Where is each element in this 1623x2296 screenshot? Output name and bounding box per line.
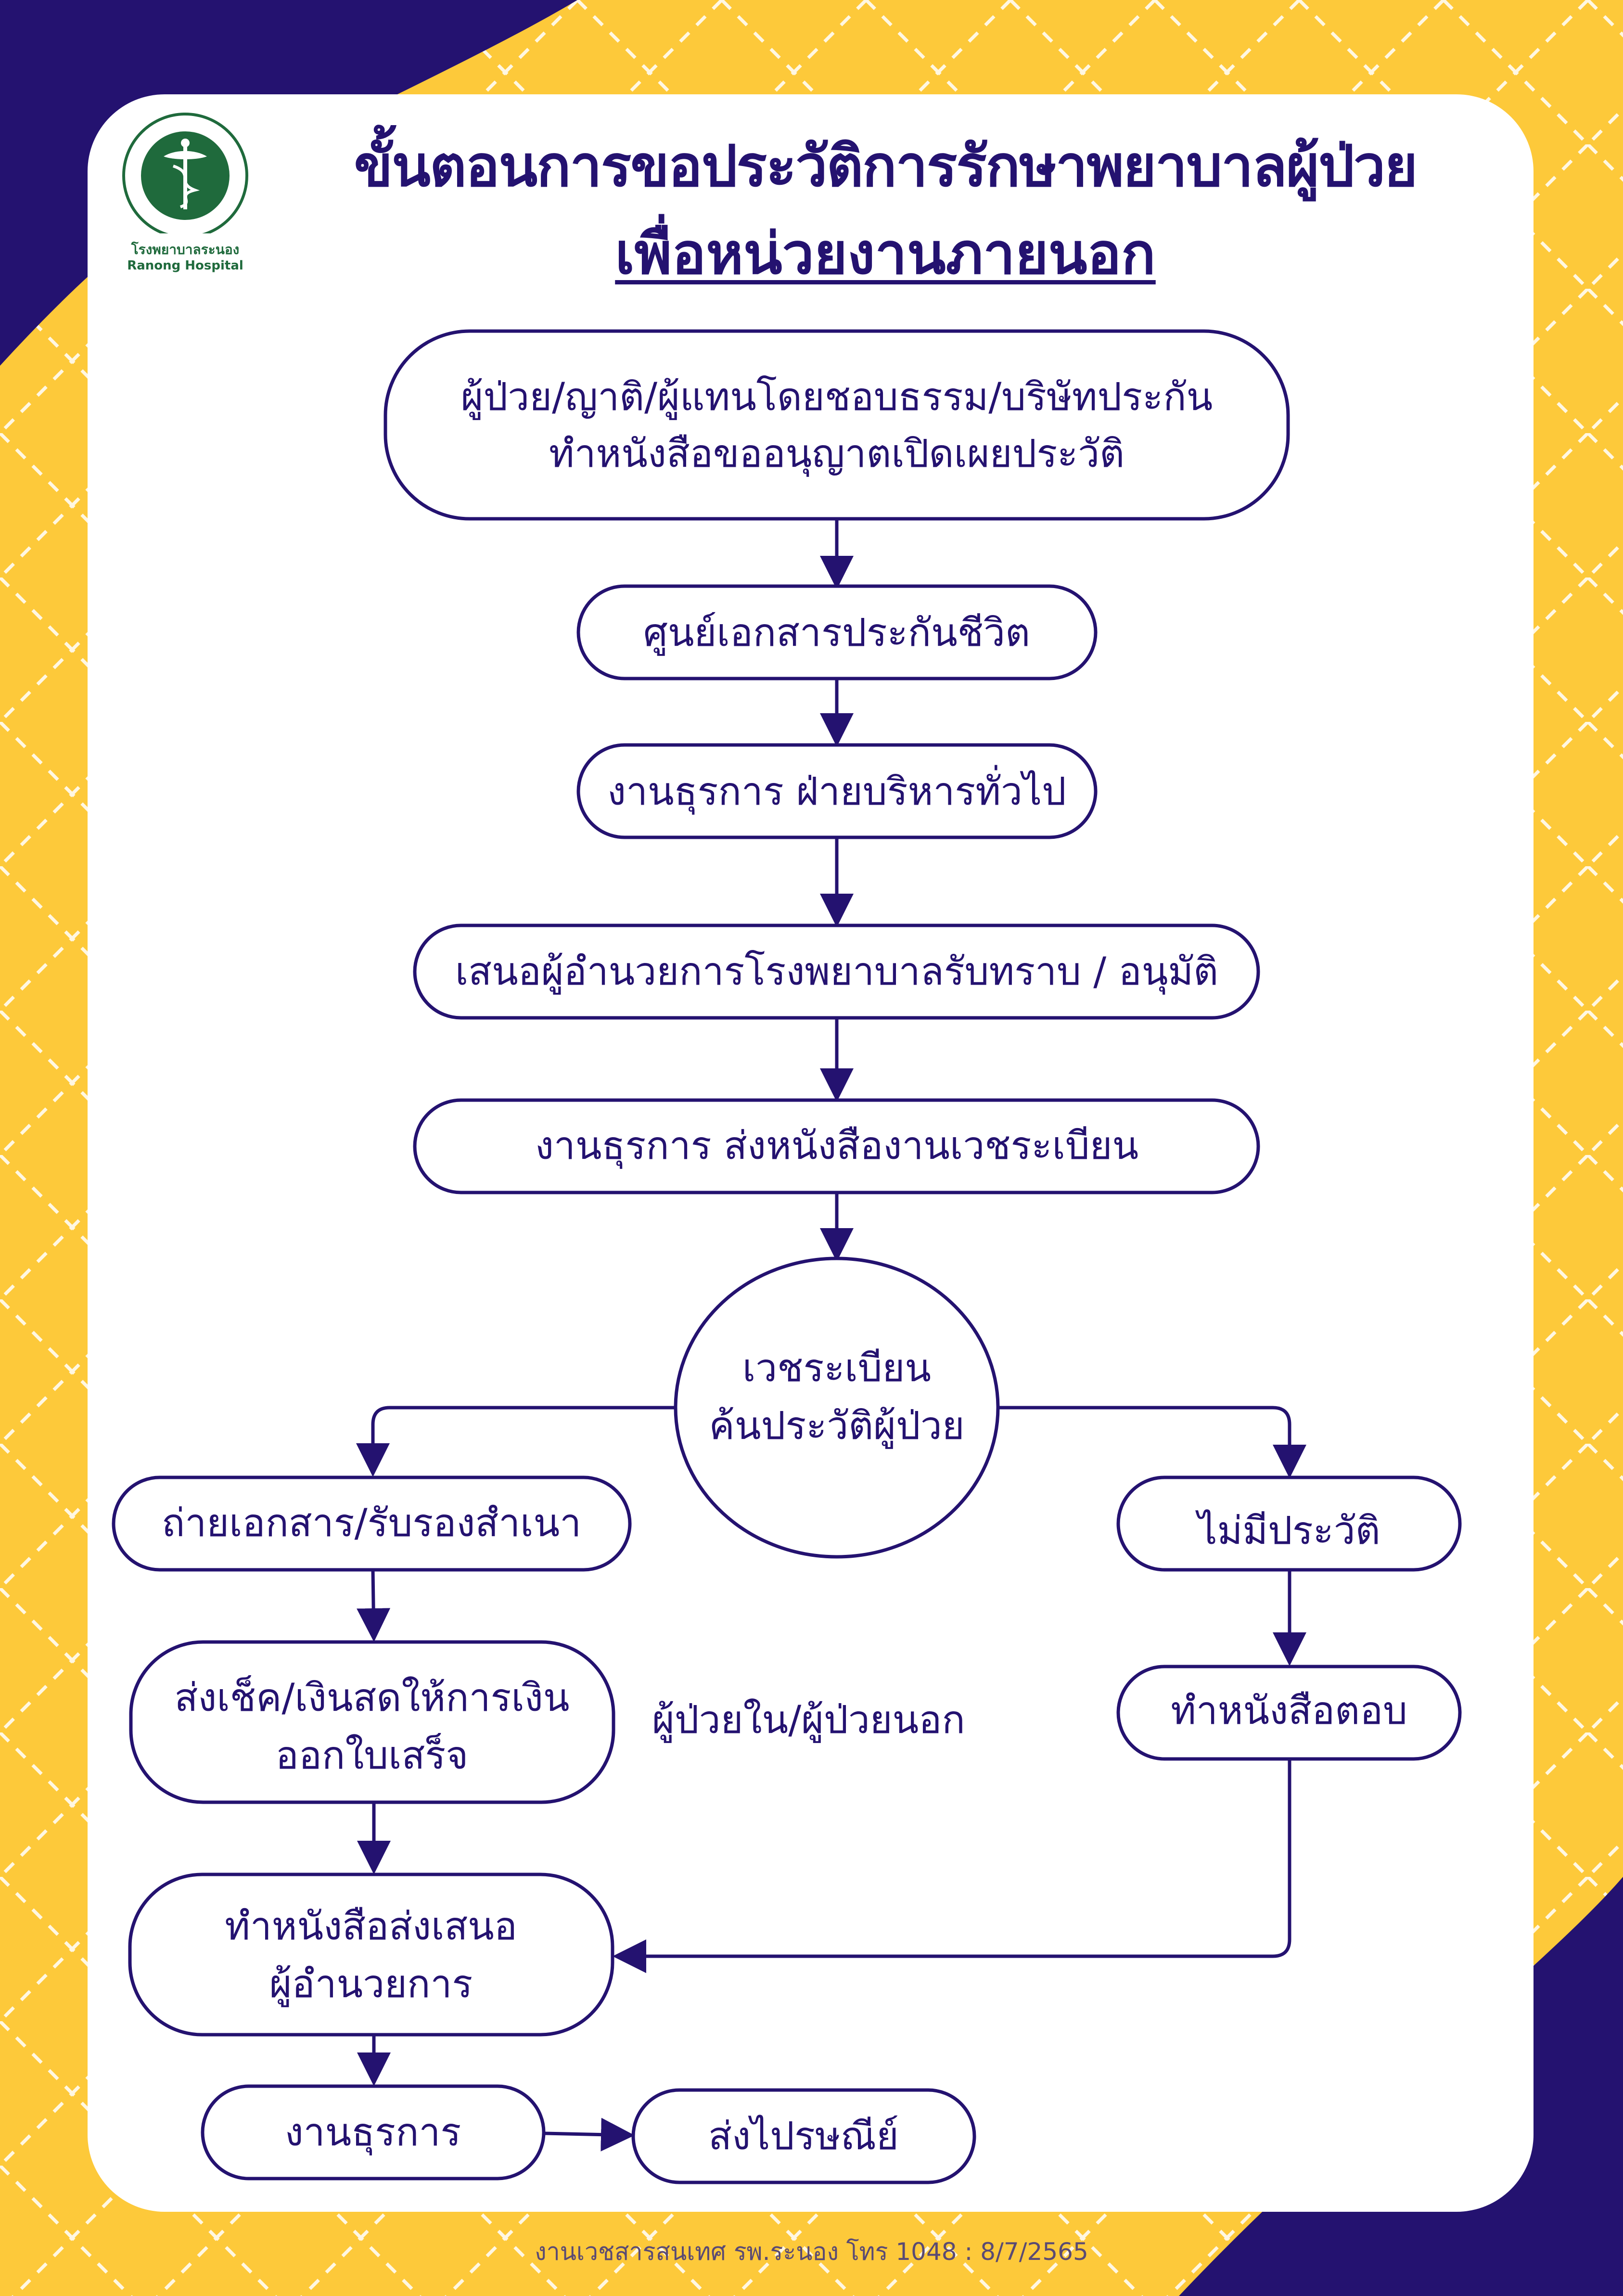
- node-labels: ผู้ป่วย/ญาติ/ผู้แทนโดยชอบธรรม/บริษัทประก…: [162, 374, 1407, 2158]
- step5-box: [413, 1098, 1260, 1194]
- poster-subtitle-text: เพื่อหน่วยงานภายนอก: [615, 220, 1156, 287]
- right2-box: [1116, 1665, 1462, 1761]
- left3-box: [128, 1873, 614, 2037]
- step4-box: [413, 924, 1260, 1020]
- step1-label-line1: ผู้ป่วย/ญาติ/ผู้แทนโดยชอบธรรม/บริษัทประก…: [461, 374, 1213, 420]
- step3-label: งานธุรการ ฝ่ายบริหารทั่วไป: [607, 765, 1066, 815]
- decision-circle: [674, 1257, 1000, 1559]
- patient-type-note: ผู้ป่วยใน/ผู้ป่วยนอก: [652, 1697, 965, 1742]
- arrow-left1-left2: [357, 1569, 391, 1642]
- ministry-seal-icon: [122, 113, 248, 233]
- hospital-name-thai: โรงพยาบาลระนอง: [131, 242, 240, 257]
- step1-label-line2: ทำหนังสือขออนุญาตเปิดเผยประวัติ: [549, 431, 1125, 477]
- final-label: ส่งไปรษณีย์: [708, 2114, 899, 2158]
- step1-box: [383, 329, 1290, 521]
- hospital-logo: โรงพยาบาลระนอง Ranong Hospital: [115, 108, 255, 282]
- left3-label-line2: ผู้อำนวยการ: [269, 1962, 473, 2007]
- nodes: [112, 329, 1462, 2184]
- step3-box: [576, 743, 1098, 839]
- connectors: [356, 519, 1306, 2152]
- left2-label-line2: ออกใบเสร็จ: [276, 1732, 468, 1778]
- final-box: [631, 2088, 976, 2184]
- hospital-name-english: Ranong Hospital: [127, 258, 243, 273]
- decision-label-line1: เวชระเบียน: [742, 1346, 931, 1390]
- arrow-left4-final: [543, 2117, 635, 2152]
- left4-box: [201, 2084, 546, 2181]
- right2-label: ทำหนังสือตอบ: [1171, 1688, 1407, 1733]
- left2-box: [129, 1640, 615, 1804]
- step4-label: เสนอผู้อำนวยการโรงพยาบาลรับทราบ / อนุมัต…: [455, 949, 1218, 995]
- left1-box: [112, 1475, 632, 1572]
- left4-label: งานธุรการ: [285, 2110, 461, 2155]
- arrow-decision-left: [356, 1406, 676, 1477]
- decision-label-line2: ค้นประวัติผู้ป่วย: [709, 1403, 964, 1449]
- left2-label-line1: ส่งเช็ค/เงินสดให้การเงิน: [174, 1675, 569, 1720]
- arrow-decision-right: [998, 1406, 1306, 1478]
- left1-label: ถ่ายเอกสาร/รับรองสำเนา: [162, 1501, 581, 1545]
- left3-label-line1: ทำหนังสือส่งเสนอ: [225, 1904, 517, 1949]
- poster-title: ขั้นตอนการขอประวัติการรักษาพยาบาลผู้ป่วย: [354, 133, 1418, 199]
- arrow-right2-left3: [613, 1759, 1291, 1973]
- step5-label: งานธุรการ ส่งหนังสืองานเวชระเบียน: [535, 1123, 1138, 1169]
- right1-label: ไม่มีประวัติ: [1195, 1508, 1380, 1553]
- step2-box: [576, 584, 1098, 680]
- step2-label: ศูนย์เอกสารประกันชีวิต: [643, 610, 1030, 656]
- top-left-navy-corner: [0, 0, 577, 366]
- footer-credit: งานเวชสารสนเทศ รพ.ระนอง โทร 1048 : 8/7/2…: [535, 2238, 1088, 2266]
- right1-box: [1116, 1475, 1462, 1572]
- poster-subtitle: เพื่อหน่วยงานภายนอก: [269, 208, 1501, 298]
